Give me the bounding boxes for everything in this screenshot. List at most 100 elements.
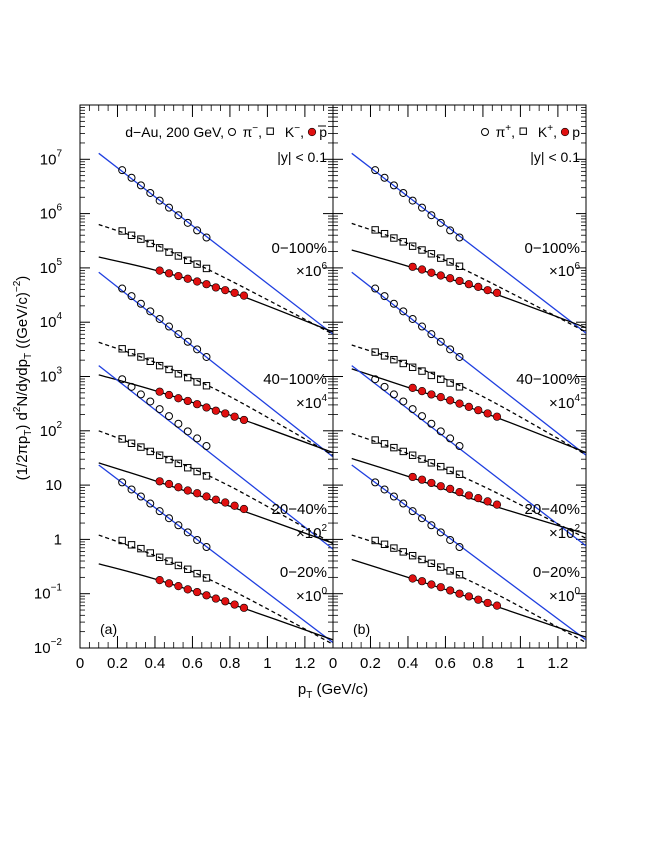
centrality-label: 0−100% — [272, 240, 327, 257]
pion-marker — [155, 405, 164, 414]
pion-marker — [174, 521, 183, 530]
proton-marker — [211, 406, 220, 415]
pion-marker — [455, 543, 464, 552]
kaon-marker — [118, 227, 126, 235]
kaon-marker — [155, 553, 164, 562]
pion-marker — [193, 345, 202, 354]
x-tick-label: 1 — [263, 655, 271, 672]
kaon-marker — [390, 544, 398, 552]
pion-marker — [155, 196, 164, 205]
proton-marker — [492, 288, 502, 297]
scale-factor-label: ×102 — [549, 523, 580, 542]
kaon-marker — [455, 470, 464, 478]
fit-curve-pi — [98, 271, 333, 458]
fit-curve-pi — [351, 365, 586, 547]
pion-marker — [436, 528, 445, 537]
pion-marker — [174, 419, 183, 428]
kaon-marker — [155, 451, 164, 459]
y-tick-label: 107 — [40, 148, 63, 168]
pion-marker — [165, 322, 174, 331]
kaon-marker — [127, 231, 136, 240]
panel-tag: (a) — [100, 621, 117, 637]
fit-curve-pi — [351, 271, 586, 456]
pion-marker — [371, 478, 380, 487]
proton-marker — [474, 282, 483, 292]
kaon-marker — [418, 455, 426, 463]
kaon-marker — [184, 464, 192, 472]
proton-marker — [193, 587, 202, 597]
legend-kaon-marker — [266, 127, 274, 135]
pion-marker — [455, 442, 464, 451]
pion-marker — [436, 337, 445, 346]
pion-marker — [380, 292, 389, 301]
kaon-marker — [408, 363, 417, 371]
kaon-marker — [165, 365, 173, 374]
fit-curve-p — [351, 457, 586, 535]
centrality-label: 40−100% — [263, 371, 327, 388]
species-legend: pK+,π+,|y| < 0.1 — [481, 123, 580, 165]
kaon-marker — [202, 472, 211, 480]
kaon-marker — [427, 559, 436, 567]
proton-marker — [239, 603, 249, 612]
proton-marker — [474, 406, 483, 415]
pion-marker — [127, 292, 136, 301]
kaon-marker — [193, 378, 201, 386]
kaon-marker — [427, 250, 436, 258]
proton-marker — [183, 585, 192, 594]
proton-marker — [455, 276, 464, 286]
proton-marker — [193, 277, 202, 286]
fit-curve-p — [98, 462, 333, 544]
proton-marker — [193, 400, 202, 409]
kaon-marker — [455, 570, 464, 579]
centrality-label: 20−40% — [272, 501, 327, 518]
proton-marker — [464, 280, 473, 289]
kaon-marker — [371, 226, 379, 234]
species-legend: pK−,π−,d−Au, 200 GeV,|y| < 0.1 — [125, 123, 327, 165]
proton-marker — [155, 477, 164, 486]
y-tick-label: 103 — [40, 366, 63, 386]
proton-marker — [239, 415, 249, 425]
pion-marker — [136, 181, 145, 190]
proton-marker — [193, 489, 202, 498]
proton-marker — [427, 268, 436, 277]
pion-marker — [399, 397, 408, 406]
x-tick-label: 0.8 — [472, 655, 493, 672]
collision-system-label: d−Au, 200 GeV, — [125, 124, 224, 140]
kaon-marker — [146, 357, 154, 365]
proton-marker — [174, 394, 183, 403]
scale-factor-label: ×106 — [549, 261, 580, 280]
pion-marker — [183, 218, 192, 227]
kaon-marker — [184, 565, 192, 573]
fit-curve-p — [351, 558, 586, 638]
x-tick-label: 0.4 — [145, 655, 166, 672]
pion-marker — [446, 226, 455, 235]
centrality-label: 40−100% — [516, 371, 580, 388]
pion-marker — [389, 492, 398, 501]
pion-marker — [165, 412, 174, 421]
x-tick-label: 1.2 — [547, 655, 568, 672]
scale-factor-label: ×106 — [296, 261, 327, 280]
proton-marker — [408, 262, 417, 271]
x-axis-title: pT (GeV/c) — [298, 681, 368, 701]
proton-marker — [230, 412, 239, 421]
kaon-marker — [371, 348, 379, 356]
proton-marker — [202, 492, 211, 501]
proton-marker — [408, 383, 417, 393]
pion-marker — [193, 434, 202, 443]
kaon-marker — [118, 435, 126, 443]
pion-marker — [427, 521, 436, 530]
proton-marker — [174, 271, 183, 281]
kaon-marker — [408, 451, 417, 459]
proton-marker — [492, 500, 502, 509]
kaon-marker — [146, 447, 154, 456]
legend-pion-label: π+, — [496, 123, 515, 140]
kaon-marker — [418, 246, 426, 254]
kaon-marker — [418, 367, 426, 375]
kaon-marker — [137, 353, 145, 361]
centrality-label: 0−20% — [280, 564, 327, 581]
proton-marker — [183, 486, 192, 495]
kaon-marker — [165, 248, 173, 256]
kaon-marker — [184, 373, 192, 382]
kaon-marker — [408, 551, 417, 560]
fit-curve-p — [98, 563, 333, 641]
